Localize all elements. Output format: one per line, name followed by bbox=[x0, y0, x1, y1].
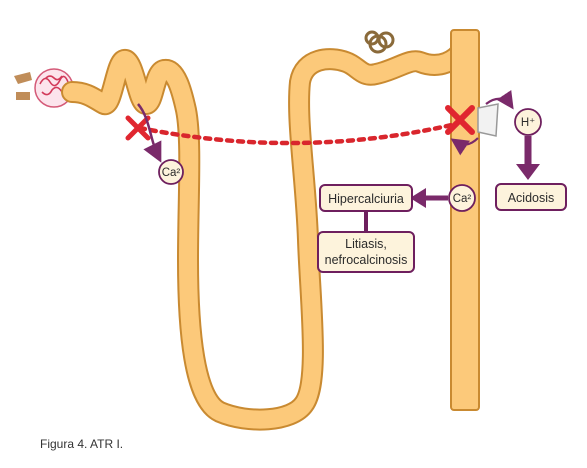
ca-reabsorption-arrow-left bbox=[137, 103, 162, 163]
block-x-icon bbox=[125, 115, 151, 141]
acidosis-box bbox=[495, 183, 567, 211]
ca-ion-left bbox=[158, 159, 184, 185]
dotted-link bbox=[137, 121, 459, 146]
collecting-duct bbox=[450, 29, 480, 411]
ca-right-label: Ca² bbox=[453, 193, 472, 205]
h-ion bbox=[514, 108, 542, 136]
hypercalciuria-label: Hipercalciuria bbox=[328, 192, 404, 206]
ca-left-label: Ca² bbox=[162, 167, 181, 179]
block-x-icon bbox=[445, 105, 475, 135]
figure-caption: Figura 4. ATR I. bbox=[40, 437, 124, 451]
stones-label-line1: Litiasis, bbox=[345, 237, 387, 251]
juxtaglomerular-coil bbox=[364, 30, 395, 54]
stones-box bbox=[317, 231, 415, 273]
ca-ion-right bbox=[448, 184, 476, 212]
h-ion-label: H⁺ bbox=[521, 117, 535, 129]
acidosis-label: Acidosis bbox=[508, 191, 555, 205]
collecting-duct-pump-icon bbox=[450, 89, 514, 156]
stones-label-line2: nefrocalcinosis bbox=[325, 253, 408, 267]
